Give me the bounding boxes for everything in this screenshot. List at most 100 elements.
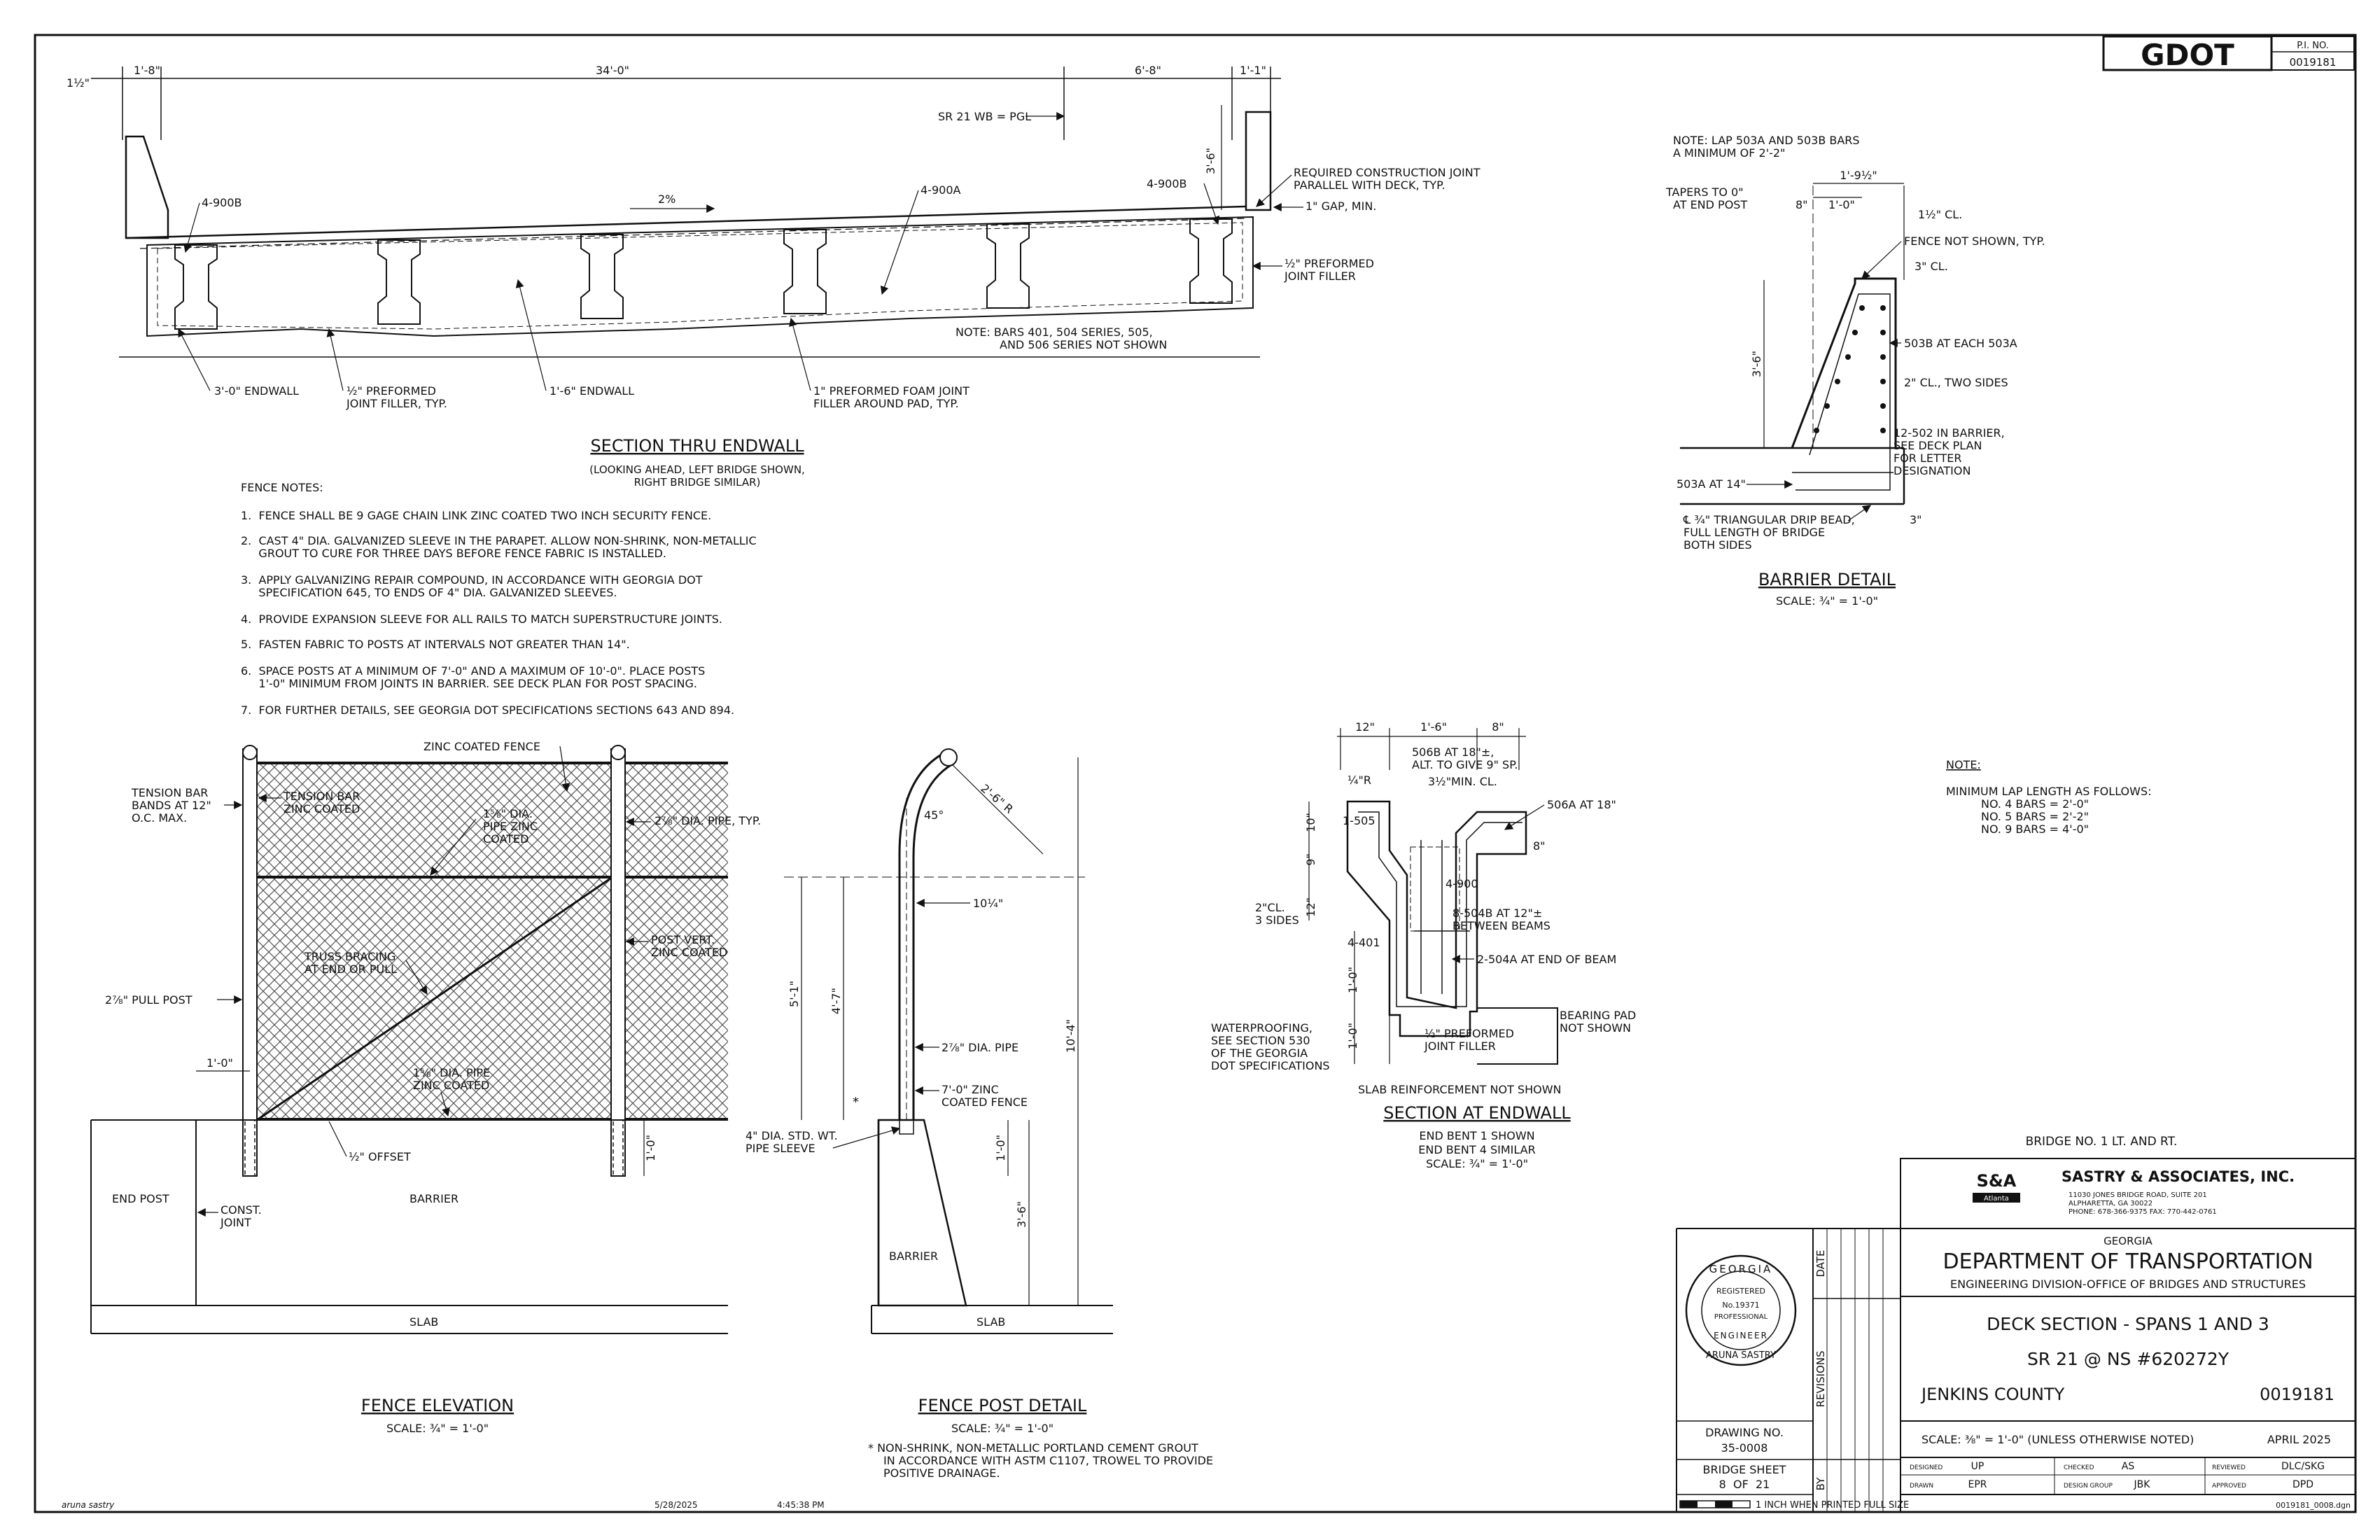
d12-top: 12"	[1355, 720, 1375, 734]
b504a-label: 2-504A AT END OF BEAM	[1477, 953, 1616, 966]
revisions-label: REVISIONS	[1814, 1350, 1827, 1407]
b505-label: 1-505	[1343, 814, 1376, 827]
wp-label-1: WATERPROOFING,	[1211, 1021, 1312, 1035]
barrier-note-2: A MINIMUM OF 2'-2"	[1673, 146, 1785, 160]
barrier-detail: NOTE: LAP 503A AND 503B BARS A MINIMUM O…	[1665, 134, 2045, 608]
checked-label: CHECKED	[2064, 1464, 2094, 1471]
checked-value: AS	[2122, 1461, 2135, 1472]
section-at-endwall-sub2: END BENT 4 SIMILAR	[1418, 1143, 1535, 1156]
slab-label-post: SLAB	[976, 1315, 1005, 1329]
zinc-fence-label: ZINC COATED FENCE	[424, 740, 540, 753]
d104-label: 10'-4"	[1064, 1019, 1077, 1053]
cl-label-1: 2"CL.	[1255, 901, 1285, 914]
scale-bar	[1679, 1500, 1751, 1508]
b504b-2: BETWEEN BEAMS	[1452, 919, 1550, 932]
firm-name: SASTRY & ASSOCIATES, INC.	[2062, 1168, 2295, 1185]
division-label: ENGINEERING DIVISION-OFFICE OF BRIDGES A…	[1950, 1278, 2306, 1291]
fence-note-line: 1. FENCE SHALL BE 9 GAGE CHAIN LINK ZINC…	[241, 509, 711, 522]
fence-post-detail: 2'-6" R 45° 10¼" 5'-1" 4'-7" 10'-4" 2⅞" …	[746, 748, 1213, 1480]
dim-1-1: 1'-1"	[1240, 64, 1266, 77]
lap-note-2: NO. 4 BARS = 2'-0"	[1981, 797, 2089, 811]
fence-note-line: 2. CAST 4" DIA. GALVANIZED SLEEVE IN THE…	[241, 534, 757, 547]
const-joint-1: CONST.	[220, 1203, 262, 1217]
fence-note-line: 1'-0" MINIMUM FROM JOINTS IN BARRIER. SE…	[241, 677, 697, 690]
lap-note-3: NO. 5 BARS = 2'-2"	[1981, 810, 2089, 823]
barrier-detail-title: BARRIER DETAIL	[1758, 570, 1896, 589]
d10-bar: 1'-0"	[1828, 198, 1855, 211]
beam-shapes	[174, 218, 1233, 330]
d47-label: 4'-7"	[830, 988, 843, 1014]
barrier-label-post: BARRIER	[889, 1250, 938, 1263]
dim-1-0-elev: 1'-0"	[206, 1056, 233, 1070]
firm-address-2: ALPHARETTA, GA 30022	[2068, 1200, 2152, 1208]
fence-post-detail-title: FENCE POST DETAIL	[918, 1396, 1087, 1415]
barrier-label-elev: BARRIER	[410, 1192, 458, 1205]
fence-note-line: 5. FASTEN FABRIC TO POSTS AT INTERVALS N…	[241, 638, 630, 651]
d9-label: 9"	[1304, 853, 1317, 866]
fence-note-line: 4. PROVIDE EXPANSION SLEEVE FOR ALL RAIL…	[241, 612, 722, 626]
sheet-number: 8 OF 21	[1719, 1478, 1770, 1491]
section-thru-endwall: 1½" 1'-8" 34'-0" 6'-8" 1'-1" SR 21 WB = …	[66, 64, 1480, 489]
pipe-label: 2⅞" DIA. PIPE	[941, 1041, 1018, 1054]
bars-note-2: AND 506 SERIES NOT SHOWN	[1000, 338, 1167, 351]
pgl-label: SR 21 WB = PGL	[938, 110, 1031, 123]
section-thru-endwall-title: SECTION THRU ENDWALL	[590, 436, 804, 456]
drip-2: FULL LENGTH OF BRIDGE	[1684, 526, 1825, 539]
seal-engineer: ENGINEER	[1714, 1331, 1768, 1340]
bp-label-1: BEARING PAD	[1560, 1009, 1636, 1022]
footer-time: 4:45:38 PM	[777, 1500, 825, 1510]
d1014-label: 10¼"	[973, 897, 1003, 910]
tension-bar-zinc-1: TENSION BAR	[283, 790, 360, 803]
reviewed-value: DLC/SKG	[2281, 1461, 2325, 1472]
endwall-30: 3'-0" ENDWALL	[214, 384, 299, 398]
pipe-label-2: PIPE ZINC	[483, 820, 538, 833]
fence-note-line: 3. APPLY GALVANIZING REPAIR COMPOUND, IN…	[241, 573, 703, 587]
drawing-no: 35-0008	[1721, 1441, 1768, 1455]
lap-note-4: NO. 9 BARS = 4'-0"	[1981, 822, 2089, 836]
section-at-endwall-title: SECTION AT ENDWALL	[1383, 1103, 1571, 1123]
fence-elevation: ZINC COATED FENCE TENSION BAR BANDS AT 1…	[90, 740, 761, 1435]
const-joint-2: JOINT	[220, 1216, 251, 1229]
lap-note-heading: NOTE:	[1946, 758, 1981, 771]
zinc-label-1: 7'-0" ZINC	[941, 1083, 999, 1096]
fence-notes: FENCE NOTES: 1. FENCE SHALL BE 9 GAGE CH…	[241, 481, 757, 717]
asterisk: *	[853, 1095, 859, 1110]
d51-label: 5'-1"	[788, 981, 801, 1007]
fence-not-shown: FENCE NOT SHOWN, TYP.	[1904, 234, 2045, 248]
firm-address-1: 11030 JONES BRIDGE ROAD, SUITE 201	[2068, 1191, 2207, 1199]
pull-post-label: 2⅞" PULL POST	[105, 993, 192, 1007]
file-name: 0019181_0008.dgn	[2276, 1501, 2351, 1510]
county-label: JENKINS COUNTY	[1920, 1385, 2065, 1404]
cl2-label: 2" CL., TWO SIDES	[1904, 376, 2008, 389]
footer-date: 5/28/2025	[654, 1500, 698, 1510]
gap-label: 1" GAP, MIN.	[1306, 200, 1376, 213]
scale-note: SCALE: ⅜" = 1'-0" (UNLESS OTHERWISE NOTE…	[1921, 1433, 2194, 1446]
wp-label-2: SEE SECTION 530	[1211, 1034, 1310, 1047]
cl-label-2: 3 SIDES	[1255, 913, 1299, 927]
d1912-label: 1'-9½"	[1840, 169, 1877, 182]
dim-6-8: 6'-8"	[1135, 64, 1161, 77]
d16-top: 1'-6"	[1420, 720, 1447, 734]
pf-label-1: ½" PREFORMED	[346, 384, 436, 398]
d36-label: 3'-6"	[1015, 1201, 1028, 1228]
b503a-label: 503A AT 14"	[1676, 477, 1746, 491]
fence-elevation-title: FENCE ELEVATION	[361, 1396, 514, 1415]
slab-label-elev: SLAB	[410, 1315, 438, 1329]
post-vert-1: POST VERT.	[651, 933, 715, 946]
dim-1-0-vert: 1'-0"	[644, 1135, 657, 1161]
tension-bar-zinc-2: ZINC COATED	[284, 802, 360, 816]
offset-label: ½" OFFSET	[349, 1150, 411, 1163]
section-at-endwall-scale: SCALE: ¾" = 1'-0"	[1426, 1157, 1528, 1170]
designed-value: UP	[1971, 1461, 1984, 1472]
b4900-label: 4-900	[1446, 877, 1478, 890]
fence-elevation-scale: SCALE: ¾" = 1'-0"	[386, 1422, 489, 1435]
issue-date: APRIL 2025	[2267, 1433, 2331, 1446]
d36-bar: 3'-6"	[1750, 351, 1763, 377]
gdot-logo: GDOT	[2141, 38, 2234, 72]
scale-bar-label: 1 INCH WHEN PRINTED FULL SIZE	[1756, 1500, 1909, 1511]
lower-pipe-1: 1⅝" DIA. PIPE	[413, 1066, 490, 1079]
filler-label-2: JOINT FILLER	[1284, 270, 1356, 283]
pipe-label-1: 1⅝" DIA.	[483, 807, 533, 820]
d10v-label: 10"	[1304, 813, 1317, 832]
